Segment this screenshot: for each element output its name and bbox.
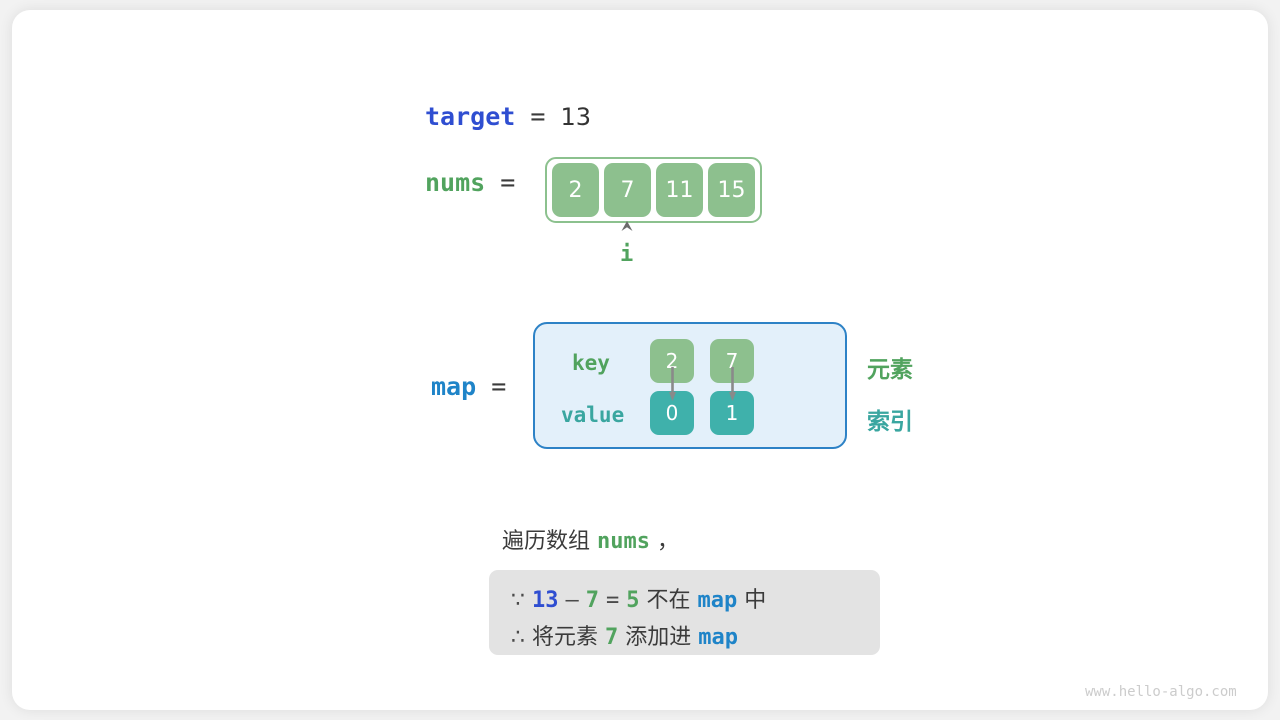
map-key-row-label: key <box>572 351 610 375</box>
note-complement-value: 5 <box>626 588 640 613</box>
annotation-element: 元素 <box>867 357 913 383</box>
note-tail-text: 中 <box>744 588 767 613</box>
note-map-ref: map <box>697 588 738 613</box>
map-entry: 2 0 <box>650 339 694 435</box>
therefore-symbol: ∴ <box>511 625 525 650</box>
nums-equals-sign: = <box>500 168 516 197</box>
note-map-ref: map <box>698 625 739 650</box>
note-added-element: 7 <box>605 625 619 650</box>
array-cell: 11 <box>656 163 703 217</box>
caption-prefix: 遍历数组 <box>502 529 591 554</box>
index-pointer-label: i <box>620 242 634 267</box>
caption-code: nums <box>597 529 650 554</box>
because-symbol: ∵ <box>511 588 525 613</box>
map-declaration: map = <box>431 372 506 401</box>
annotation-index: 索引 <box>867 409 913 435</box>
target-declaration: target = 13 <box>425 102 591 131</box>
array-cell: 7 <box>604 163 651 217</box>
nums-declaration: nums = <box>425 168 515 197</box>
caption-suffix: ， <box>657 529 680 554</box>
watermark: www.hello-algo.com <box>1085 684 1237 700</box>
note-action-prefix: 将元素 <box>532 625 599 650</box>
caption-text: 遍历数组 nums ， <box>502 523 679 555</box>
explanation-line-1: ∵ 13 — 7 = 5 不在 map 中 <box>511 582 766 614</box>
equals-operator: = <box>606 588 620 613</box>
explanation-box: ∵ 13 — 7 = 5 不在 map 中 ∴ 将元素 7 添加进 map <box>489 570 880 655</box>
map-value-row-label: value <box>561 403 625 427</box>
key-to-value-arrow-icon <box>669 367 676 401</box>
nums-variable-name: nums <box>425 168 486 197</box>
array-cell: 15 <box>708 163 755 217</box>
map-variable-name: map <box>431 372 477 401</box>
map-entry: 7 1 <box>710 339 754 435</box>
note-target-value: 13 <box>532 588 559 613</box>
target-variable-name: target <box>425 102 516 131</box>
target-value: 13 <box>560 103 592 131</box>
target-equals-sign: = <box>530 102 546 131</box>
explanation-line-2: ∴ 将元素 7 添加进 map <box>511 619 738 651</box>
array-cell: 2 <box>552 163 599 217</box>
note-current-element: 7 <box>585 588 599 613</box>
minus-operator: — <box>565 588 579 613</box>
map-equals-sign: = <box>491 372 507 401</box>
nums-array: 2 7 11 15 <box>545 157 762 223</box>
note-action-mid: 添加进 <box>625 625 692 650</box>
page-card: target = 13 nums = 2 7 11 15 i map = key <box>12 10 1268 710</box>
key-to-value-arrow-icon <box>729 367 736 401</box>
map-container: key value 2 0 7 1 <box>533 322 847 449</box>
note-not-in-text: 不在 <box>646 588 691 613</box>
index-pointer-caret-icon <box>621 221 633 231</box>
